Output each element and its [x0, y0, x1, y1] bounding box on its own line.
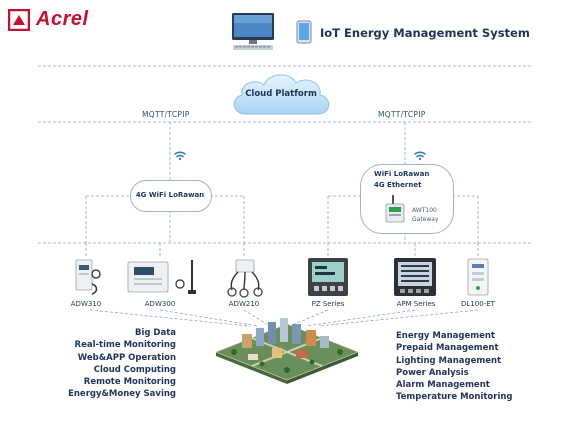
gateway-right-line1: WiFi LoRawan: [374, 170, 430, 178]
gateway-left-label: 4G WiFi LoRawan: [135, 191, 205, 199]
protocol-label-right: MQTT/TCPIP: [378, 110, 426, 119]
feature-item: Lighting Management: [396, 355, 502, 366]
adw210-device-icon: [227, 259, 263, 298]
features-right: Energy Management Prepaid Management Lig…: [396, 330, 566, 404]
feature-item: Temperature Monitoring: [396, 392, 513, 403]
gateway-device-name: AWT100: [412, 207, 437, 214]
brand-name: Acrel: [36, 8, 89, 30]
device-label: DL100-ET: [461, 300, 495, 308]
feature-item: Big Data: [134, 328, 176, 338]
features-left: Big Data Real-time Monitoring Web&APP Op…: [6, 327, 176, 401]
wireless-signal-icon: [414, 151, 426, 161]
protocol-label-left: MQTT/TCPIP: [142, 110, 190, 119]
gateway-node-left: [130, 180, 212, 212]
desktop-monitor-icon: [232, 13, 274, 50]
apm-series-meter-icon: [394, 258, 436, 296]
feature-item: Prepaid Management: [396, 343, 499, 354]
feature-item: Real-time Monitoring: [74, 340, 176, 351]
device-label: APM Series: [396, 300, 436, 308]
feature-item: Energy&Money Saving: [68, 389, 176, 400]
feature-item: Remote Monitoring: [83, 377, 176, 388]
brand-logo: Acrel: [8, 8, 89, 31]
adw300-device-icon: [127, 260, 196, 294]
feature-item: Alarm Management: [396, 380, 490, 391]
feature-item: Web&APP Operation: [77, 352, 176, 363]
dl100-et-device-icon: [467, 258, 489, 296]
awt100-gateway-icon: [385, 195, 405, 223]
gateway-right-line2: 4G Ethernet: [374, 181, 422, 189]
gateway-node-right: [360, 164, 454, 234]
device-label: ADW300: [144, 300, 176, 308]
cloud-icon: [233, 74, 330, 115]
cloud-platform-label: Cloud Platform: [245, 89, 317, 99]
acrel-logo-icon: [8, 8, 30, 31]
device-label: ADW310: [70, 300, 102, 308]
adw310-device-icon: [75, 259, 101, 295]
feature-item: Power Analysis: [396, 367, 469, 378]
gateway-device-type: Gateway: [412, 216, 439, 223]
system-title: IoT Energy Management System: [320, 26, 530, 40]
pz-series-meter-icon: [308, 258, 348, 296]
tablet-icon: [296, 20, 312, 44]
wireless-signal-icon: [174, 151, 186, 161]
device-label: ADW210: [228, 300, 260, 308]
feature-item: Cloud Computing: [93, 364, 176, 375]
feature-item: Energy Management: [396, 331, 495, 341]
device-label: PZ Series: [311, 300, 345, 308]
smart-city-illustration: [215, 318, 359, 384]
